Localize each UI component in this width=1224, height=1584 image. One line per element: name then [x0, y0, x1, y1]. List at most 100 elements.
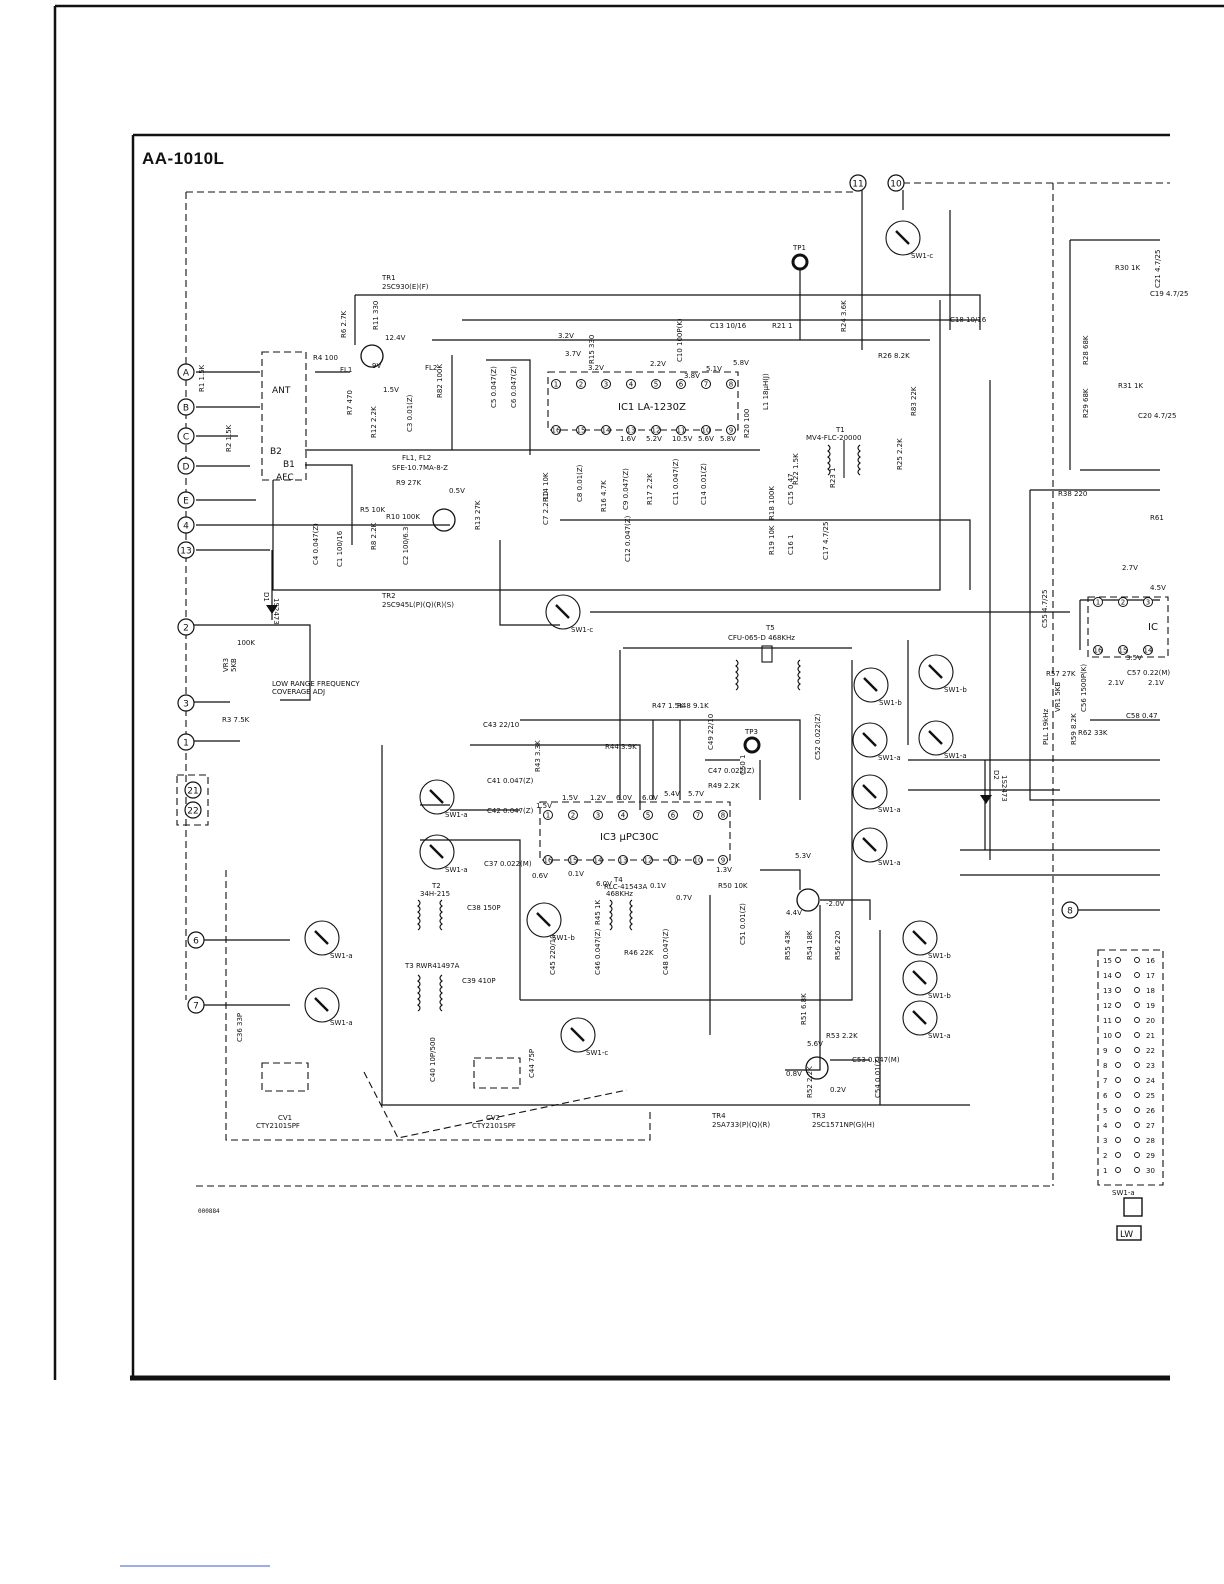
rotary-switch-circle — [902, 920, 938, 956]
ic1-pin-label: 14 — [602, 427, 611, 435]
voltage-label: 0.6V — [532, 872, 548, 880]
switch-pin-right-label: 17 — [1146, 972, 1155, 980]
connector-B-circle — [177, 398, 195, 416]
component-label: C10 100P(K) — [676, 318, 684, 362]
component-label: R83 22K — [910, 386, 918, 416]
voltage-label: 9V — [372, 362, 381, 370]
document-number: 000884 — [198, 1208, 220, 1215]
ic2-pin-1 — [1093, 597, 1103, 607]
rotary-switch-wiper — [429, 789, 444, 804]
rotary-switch-circle — [852, 722, 888, 758]
voltage-label: 1.5V — [383, 386, 399, 394]
ic1-pin-label: 16 — [552, 427, 561, 435]
component-label: R14 10K — [542, 472, 550, 502]
switch-pin-right — [1134, 1062, 1140, 1068]
sfe-label: SFE-10.7MA-8-Z — [392, 464, 448, 472]
rotary-switch-wiper — [862, 732, 877, 747]
ic1-pin-10 — [701, 425, 711, 435]
ic2-name: IC — [1148, 622, 1158, 633]
ic1-pin-label: 10 — [702, 427, 711, 435]
cv2-part-label: CTY2101SPF — [472, 1122, 516, 1130]
component-label: C3 0.01(Z) — [406, 394, 414, 432]
connector-C-label: C — [183, 433, 189, 443]
rotary-switch-circle — [419, 834, 455, 870]
voltage-label: 6.0V — [596, 880, 612, 888]
t4-coils — [609, 899, 633, 931]
voltage-label: 4.5V — [1150, 584, 1166, 592]
voltage-label: 5.6V — [807, 1040, 823, 1048]
rotary-switch-wiper — [314, 997, 329, 1012]
voltage-label: 2.1V — [1108, 679, 1124, 687]
switch-pin-right — [1134, 1092, 1140, 1098]
switch-pin-left — [1115, 1092, 1121, 1098]
switch-pin-left-label: 14 — [1103, 972, 1112, 980]
ic1-pin-8 — [726, 379, 736, 389]
switch-pin-right-label: 30 — [1146, 1167, 1155, 1175]
component-label: R62 33K — [1078, 729, 1108, 737]
d1-label: D1 — [262, 592, 270, 602]
rotary-switch-label: SW1-a — [878, 754, 901, 762]
component-label: C19 4.7/25 — [1150, 290, 1188, 298]
component-label: R38 220 — [1058, 490, 1087, 498]
tr4-label: 2SA733(P)(Q)(R) — [712, 1121, 770, 1129]
component-label: R20 100 — [743, 409, 751, 438]
component-label: R11 330 — [372, 301, 380, 330]
ic2-pin-16 — [1093, 645, 1103, 655]
component-label: R18 100K — [768, 486, 776, 520]
voltage-label: 1.2V — [590, 794, 606, 802]
t2-coils — [417, 899, 443, 931]
rotary-switch-wiper — [429, 844, 444, 859]
switch-pin-right — [1134, 1077, 1140, 1083]
switch-pin-left — [1115, 1077, 1121, 1083]
b1-label: B1 — [283, 460, 295, 470]
lw-label-box — [1116, 1225, 1142, 1241]
voltage-label: 3.2V — [588, 364, 604, 372]
t2-label: T2 — [431, 882, 441, 890]
tr2-label: 2SC945L(P)(Q)(R)(S) — [382, 601, 454, 609]
switch-pin-right — [1134, 1152, 1140, 1158]
t4-part-label: RLC-41543A — [604, 883, 647, 891]
connector-21-label: 21 — [187, 787, 198, 797]
connector-22-circle — [184, 801, 202, 819]
b2-label: B2 — [270, 447, 282, 457]
rotary-switch-wiper — [928, 730, 943, 745]
switch-pin-right — [1134, 1167, 1140, 1173]
ic3-pin-16 — [543, 855, 553, 865]
component-label: R56 220 — [834, 931, 842, 960]
component-label: C41 0.047(Z) — [487, 777, 534, 785]
d2-label: D2 — [992, 770, 1000, 780]
rotary-switch-wiper — [912, 930, 927, 945]
component-label: C45 220/10 — [549, 934, 557, 975]
voltage-label: 0.8V — [786, 1070, 802, 1078]
component-label: R8 2.2K — [370, 522, 378, 550]
d2-part-label: 1S2473 — [1000, 775, 1008, 802]
rotary-switch-label: SW1-c — [586, 1049, 608, 1057]
component-label: R47 1.5K — [652, 702, 684, 710]
rotary-switch-circle — [526, 902, 562, 938]
component-label: R82 100K — [436, 364, 444, 398]
voltage-label: 5.4V — [664, 790, 680, 798]
rotary-switch-label: SW1-b — [928, 992, 951, 1000]
ic2-pin-label: 15 — [1119, 647, 1128, 655]
component-label: R30 1K — [1115, 264, 1140, 272]
switch-pin-left-label: 1 — [1103, 1167, 1107, 1175]
ic2-pin-2 — [1118, 597, 1128, 607]
ic1-pin-3 — [601, 379, 611, 389]
component-label: C14 0.01(Z) — [700, 463, 708, 505]
ic1-pin-label: 12 — [652, 427, 661, 435]
t1-part-label: MV4-FLC-20000 — [806, 434, 861, 442]
voltage-label: 5.2V — [646, 435, 662, 443]
component-label: R52 2.2K — [806, 1066, 814, 1098]
connector-7-circle — [187, 996, 205, 1014]
rotary-switch-label: SW1-a — [330, 1019, 353, 1027]
tr1-label: TR1 — [381, 274, 396, 282]
lw-switch-knob — [1123, 1197, 1143, 1217]
ic1-pin-label: 3 — [604, 381, 608, 389]
connector-4-label: 4 — [183, 522, 189, 532]
ic1-pin-label: 9 — [729, 427, 733, 435]
voltage-label: 5.8V — [720, 435, 736, 443]
component-label: C48 0.047(Z) — [662, 928, 670, 975]
component-label: R15 330 — [588, 335, 596, 364]
rotary-switch-circle — [902, 960, 938, 996]
t3-coils — [417, 974, 443, 1012]
